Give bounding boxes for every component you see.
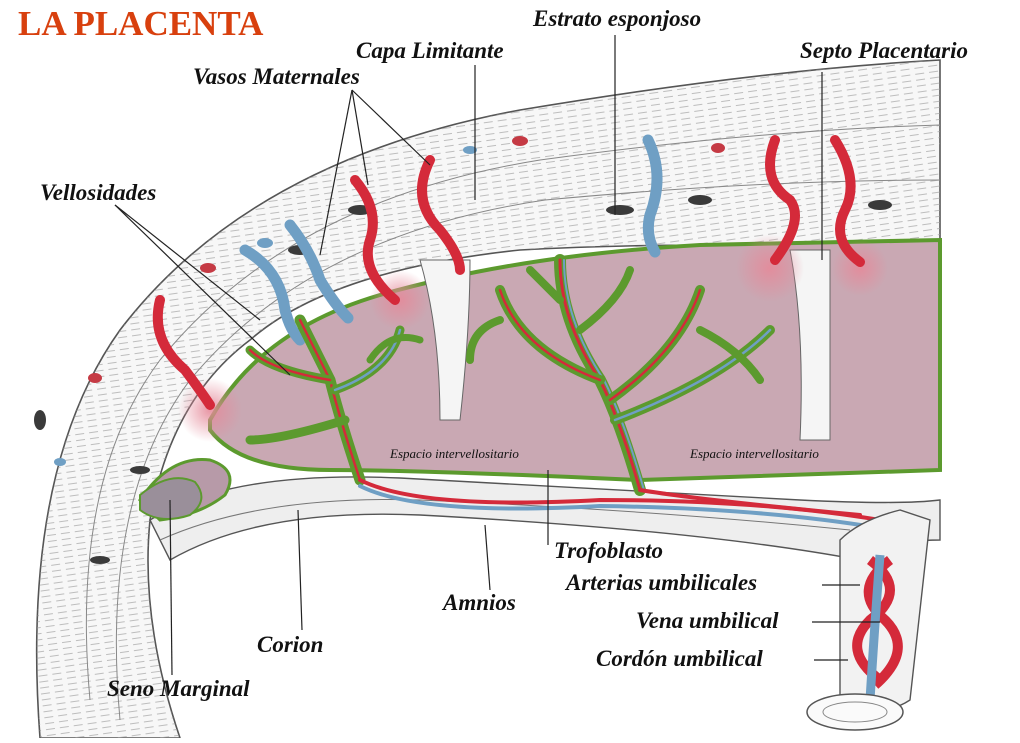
label-vellosidades: Vellosidades [40,180,156,206]
label-espacio-intervellositario-2: Espacio intervellositario [690,446,819,462]
label-corion: Corion [257,632,323,658]
label-trofoblasto: Trofoblasto [554,538,663,564]
label-capa-limitante: Capa Limitante [356,38,504,64]
label-cordon-umbilical: Cordón umbilical [596,646,763,672]
label-arterias-umbilicales: Arterias umbilicales [566,570,757,596]
label-septo-placentario: Septo Placentario [800,38,968,64]
label-estrato-esponjoso: Estrato esponjoso [533,6,701,32]
label-espacio-intervellositario-1: Espacio intervellositario [390,446,519,462]
label-seno-marginal: Seno Marginal [107,676,250,702]
label-amnios: Amnios [443,590,516,616]
page-title: LA PLACENTA [18,4,263,44]
label-vena-umbilical: Vena umbilical [636,608,779,634]
label-vasos-maternales: Vasos Maternales [193,64,360,90]
